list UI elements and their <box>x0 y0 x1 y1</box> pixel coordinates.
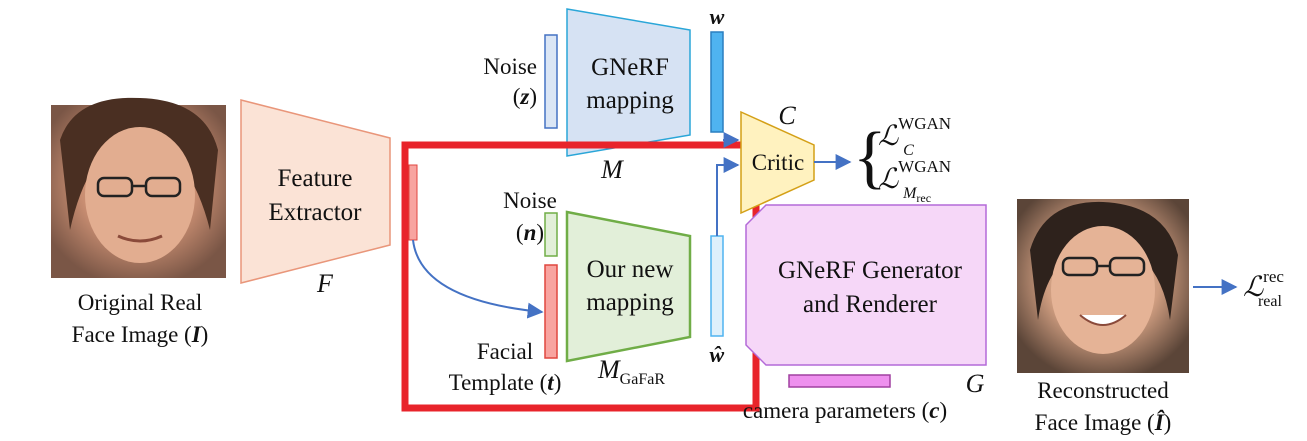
gnerf-mapping-symbol: M <box>600 155 624 184</box>
w-hat-latent-bar <box>710 235 724 337</box>
loss-brace: { <box>853 119 887 196</box>
feature-extractor-label-line2: Extractor <box>268 199 362 226</box>
camera-params-bar <box>788 374 891 388</box>
arrow-feature-to-template <box>412 239 544 319</box>
facial-template-label-line1: Facial <box>477 339 533 364</box>
noise-n-label: Noise <box>503 188 557 213</box>
feature-extractor-label-line1: Feature <box>278 165 353 192</box>
generator-label-line1: GNeRF Generator <box>778 257 963 284</box>
noise-z-symbol: (z) <box>513 84 537 109</box>
facial-template-label-line2: Template (t) <box>449 370 562 395</box>
generator-label-line2: and Renderer <box>803 291 938 318</box>
our-new-mapping-block <box>565 210 692 363</box>
input-caption-line1: Original Real <box>78 290 203 315</box>
generator-block <box>745 204 987 366</box>
camera-params-caption: camera parameters (c) <box>743 398 947 423</box>
arrow-what-to-critic <box>716 157 740 236</box>
generator-symbol: G <box>966 369 985 398</box>
noise-n-bar <box>544 212 558 257</box>
w-latent-bar <box>710 31 724 133</box>
our-mapping-symbol: MGaFaR <box>597 355 665 388</box>
gnerf-mapping-label-line1: GNeRF <box>591 54 669 81</box>
input-caption-line2: Face Image (I) <box>72 322 209 347</box>
output-face-image <box>1017 199 1189 373</box>
critic-label: Critic <box>752 150 804 175</box>
critic-symbol: C <box>778 101 796 130</box>
critic-block <box>740 110 815 215</box>
input-face-image <box>51 97 226 278</box>
output-caption-line1: Reconstructed <box>1037 378 1169 403</box>
noise-n-symbol: (n) <box>516 220 544 245</box>
w-latent-symbol: w <box>710 4 725 29</box>
output-caption-line2: Face Image (Î) <box>1035 409 1172 435</box>
gnerf-mapping-block <box>566 8 691 157</box>
our-mapping-label-line1: Our new <box>587 256 674 283</box>
our-mapping-label-line2: mapping <box>586 289 674 316</box>
feature-vector-bar <box>408 164 418 241</box>
noise-z-label: Noise <box>483 54 537 79</box>
gnerf-mapping-label-line2: mapping <box>586 87 674 114</box>
noise-z-bar <box>544 34 558 129</box>
w-hat-latent-symbol: ŵ <box>709 342 725 367</box>
feature-extractor-symbol: F <box>316 269 334 298</box>
feature-extractor-block <box>240 99 391 284</box>
facial-template-bar <box>544 264 558 359</box>
